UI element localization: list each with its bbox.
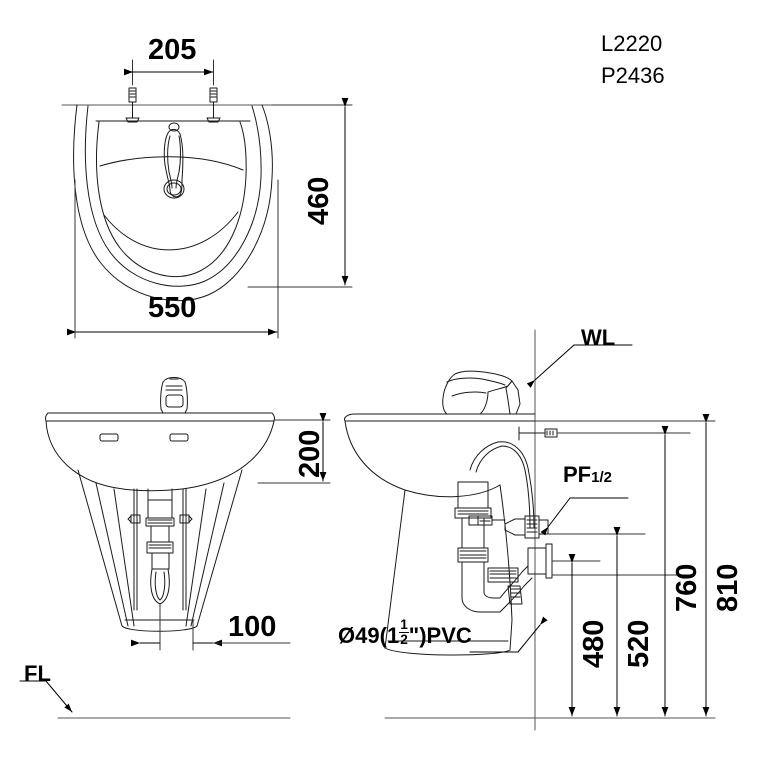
supply-fitting-size: 1/2 bbox=[591, 469, 612, 486]
waste-pipe-diameter-symbol: Ø bbox=[338, 622, 356, 648]
dimension-550 bbox=[67, 179, 279, 339]
fraction-denominator: 2 bbox=[400, 631, 408, 647]
fraction-numerator: 1 bbox=[399, 617, 409, 633]
dimension-200 bbox=[257, 413, 331, 484]
dimension-460 bbox=[247, 98, 353, 288]
front-view-group bbox=[19, 377, 331, 719]
dimension-label-100: 100 bbox=[228, 611, 277, 643]
water-line-label: WL bbox=[581, 325, 616, 350]
mounting-bolt-left bbox=[125, 87, 140, 123]
dimension-label-810: 810 bbox=[712, 563, 744, 612]
dimension-label-480: 480 bbox=[578, 619, 610, 668]
dimension-label-200: 200 bbox=[294, 429, 326, 478]
waste-pipe-open-paren: ( bbox=[379, 622, 387, 648]
waste-pipe-diameter: 49 bbox=[355, 622, 380, 648]
waste-pipe-inch-whole: 1 bbox=[386, 622, 400, 648]
waste-pipe-close-paren: ) bbox=[419, 622, 427, 648]
dimension-810 bbox=[534, 414, 716, 717]
top-view-group bbox=[61, 59, 353, 339]
side-view-group bbox=[344, 329, 716, 731]
mounting-bolt-right bbox=[206, 87, 221, 123]
dimension-label-760: 760 bbox=[671, 563, 703, 612]
dimension-100 bbox=[131, 603, 291, 651]
model-number-2: P2436 bbox=[601, 63, 665, 88]
dimension-label-205: 205 bbox=[148, 34, 197, 66]
waste-pipe-material: PVC bbox=[426, 622, 472, 648]
supply-fitting-label: PF1/2 bbox=[563, 462, 612, 488]
dimension-label-460: 460 bbox=[303, 176, 335, 225]
dimension-205 bbox=[124, 59, 214, 86]
waste-pipe-inch-mark: " bbox=[408, 622, 420, 648]
floor-line-label: FL bbox=[24, 661, 51, 686]
dimension-label-550: 550 bbox=[148, 292, 197, 324]
dimension-label-520: 520 bbox=[623, 619, 655, 668]
model-number-1: L2220 bbox=[601, 31, 663, 56]
supply-fitting-code: PF bbox=[563, 462, 592, 487]
